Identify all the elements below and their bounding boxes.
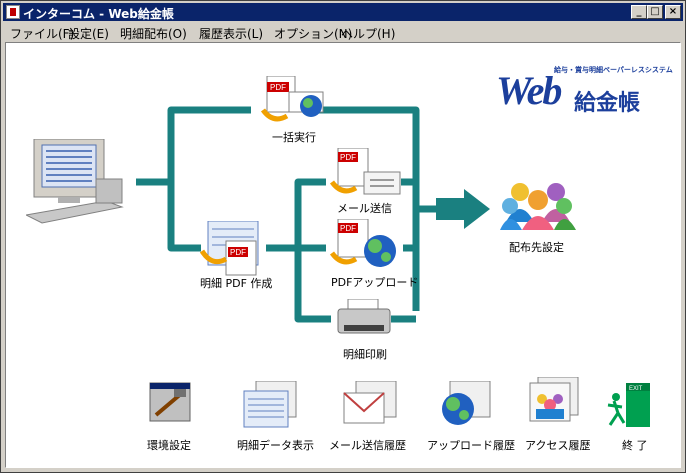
upload-history-icon[interactable] (436, 380, 492, 433)
logo-tagline: 給与・賞与明細ペーパーレスシステム (554, 66, 673, 74)
logo-name: 給金帳 (574, 91, 641, 116)
mail-history-icon[interactable] (342, 380, 398, 433)
menu-distribution[interactable]: 明細配布(O) (120, 27, 187, 41)
pdf-create-icon[interactable]: PDF (198, 220, 264, 281)
window-title: インターコム - Web給金帳 (23, 7, 174, 21)
distribution-settings-label[interactable]: 配布先設定 (509, 241, 564, 254)
minimize-button[interactable]: _ (631, 5, 647, 19)
svg-text:PDF: PDF (340, 153, 356, 162)
exit-label[interactable]: 終 了 (622, 439, 648, 452)
menu-history[interactable]: 履歴表示(L) (199, 27, 264, 41)
svg-text:PDF: PDF (340, 224, 356, 233)
app-icon[interactable] (6, 5, 20, 19)
flow-pipes (136, 106, 490, 323)
batch-run-label[interactable]: 一括実行 (272, 131, 316, 144)
menu-bar: ファイル(F) 設定(E) 明細配布(O) 履歴表示(L) オプション(N) ヘ… (3, 22, 683, 41)
mail-send-label[interactable]: メール送信 (337, 202, 392, 215)
menu-help[interactable]: ヘルプ(H) (341, 27, 396, 41)
print-label[interactable]: 明細印刷 (343, 348, 387, 361)
access-history-label[interactable]: アクセス履歴 (525, 439, 591, 452)
environment-settings-icon[interactable] (148, 381, 192, 427)
web-kyukincho-logo: 給与・賞与明細ペーパーレスシステム Web 給金帳 (494, 65, 673, 125)
menu-file[interactable]: ファイル(F) (10, 27, 75, 41)
title-bar[interactable]: インターコム - Web給金帳 _ □ × (3, 3, 683, 21)
pdf-create-label[interactable]: 明細 PDF 作成 (200, 277, 273, 290)
mail-send-icon[interactable]: PDF (328, 147, 402, 202)
svg-text:PDF: PDF (270, 83, 286, 92)
exit-sign-text: EXIT (629, 386, 643, 392)
upload-history-label[interactable]: アップロード履歴 (427, 439, 515, 452)
environment-settings-label[interactable]: 環境設定 (147, 439, 191, 452)
svg-text:PDF: PDF (230, 248, 246, 257)
people-icon[interactable] (500, 180, 576, 234)
close-button[interactable]: × (665, 5, 681, 19)
logo-web: Web (496, 68, 562, 113)
mail-history-label[interactable]: メール送信履歴 (329, 439, 406, 452)
data-view-icon[interactable] (242, 380, 298, 433)
exit-icon[interactable]: EXIT (604, 383, 652, 433)
menu-options[interactable]: オプション(N) (274, 27, 353, 41)
computer-icon (24, 138, 126, 233)
access-history-icon[interactable] (524, 376, 580, 431)
menu-settings[interactable]: 設定(E) (68, 27, 109, 41)
pdf-upload-icon[interactable]: PDF (328, 218, 402, 273)
printer-icon[interactable] (336, 298, 392, 343)
maximize-button[interactable]: □ (647, 5, 663, 19)
pdf-upload-label[interactable]: PDFアップロード (331, 276, 419, 289)
data-view-label[interactable]: 明細データ表示 (237, 439, 314, 452)
batch-run-icon[interactable]: PDF (260, 75, 327, 132)
main-panel: PDF 一括実行 PDF メール送信 PDF (5, 42, 681, 468)
